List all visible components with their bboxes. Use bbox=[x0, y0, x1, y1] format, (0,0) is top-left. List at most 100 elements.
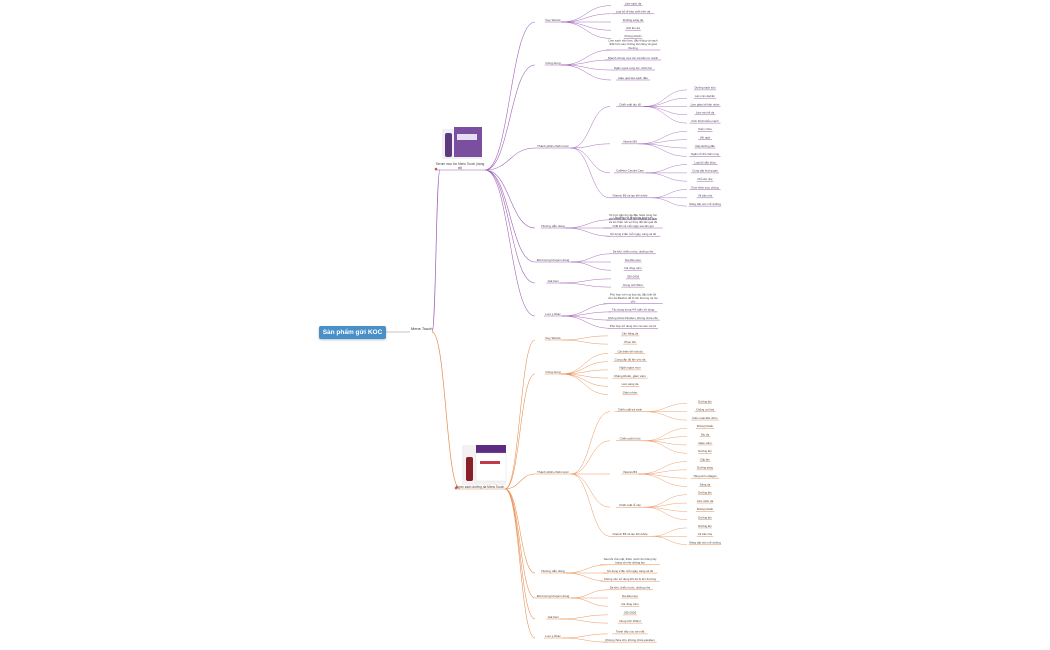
subgroup-node[interactable]: Chiết xuất tảo đỏ bbox=[616, 102, 644, 107]
leaf-node[interactable]: Da dầu mụn bbox=[621, 594, 639, 599]
leaf-node[interactable]: Cấp dưỡng dầu bbox=[694, 144, 716, 149]
leaf-node[interactable]: Dưỡng ẩm bbox=[698, 449, 712, 454]
leaf-node[interactable]: Nhanh chóng mọc tóc và kiểm trì mạnh bbox=[604, 56, 662, 61]
leaf-node[interactable]: Vệ bảo nhẹ bbox=[696, 532, 714, 537]
group-node[interactable]: Hướng dẫn dùng bbox=[540, 223, 566, 229]
leaf-node[interactable]: Da nhạy cảm bbox=[623, 266, 643, 271]
leaf-node[interactable]: Làm mềm da bbox=[696, 499, 714, 504]
leaf-node[interactable]: Tăng sinh collagen bbox=[690, 474, 720, 479]
group-node[interactable]: Key Words bbox=[544, 18, 562, 23]
leaf-node[interactable]: Phù hợp với mọi loại da, đặc biệt tốtcho… bbox=[603, 292, 663, 304]
leaf-node[interactable]: Sử dụng 2 lần mỗi ngày, sáng và tối bbox=[605, 231, 661, 237]
group-node[interactable]: Lưu ý khác bbox=[543, 634, 563, 639]
leaf-node[interactable]: Sáng da bbox=[698, 482, 712, 487]
leaf-node[interactable]: Không chứa cồn, không chứa paraben bbox=[603, 638, 657, 643]
leaf-node[interactable]: Làm sạch da bbox=[623, 1, 643, 6]
leaf-node[interactable]: Giảm viêm bbox=[697, 441, 713, 446]
leaf-node[interactable]: Da dầu mụn bbox=[624, 258, 642, 263]
leaf-node[interactable]: Hiệu quả làm sạch dầu bbox=[616, 76, 650, 81]
subgroup-node[interactable]: Vitamin B5 và tạo tiền khỏe bbox=[609, 194, 651, 199]
leaf-node[interactable]: Kháng khuẩn, giảm viêm bbox=[612, 374, 648, 379]
leaf-node[interactable]: Vệ bảo nhẹ bbox=[696, 194, 714, 199]
leaf-node[interactable]: Ngăn ngừa mụn bbox=[619, 366, 641, 371]
group-node[interactable]: Công dụng bbox=[544, 370, 562, 375]
brand-node[interactable]: Mens Touch bbox=[411, 326, 433, 331]
leaf-node[interactable]: 250.000đ bbox=[622, 611, 638, 616]
leaf-node[interactable]: Dưỡng sạch sâu bbox=[693, 86, 717, 91]
leaf-node[interactable]: Da khô, thiếu nước, dưỡng nhẹ bbox=[610, 250, 656, 255]
leaf-node[interactable]: Dưỡng ẩm bbox=[698, 491, 712, 495]
leaf-node[interactable]: Kích thích khỏe mạnh bbox=[689, 119, 721, 124]
leaf-node[interactable]: Dưỡng sáng da bbox=[622, 18, 644, 23]
leaf-node[interactable]: Kiểm soát dầu nhờn bbox=[690, 416, 720, 421]
leaf-node[interactable]: Phục hồi bbox=[622, 340, 638, 345]
leaf-node[interactable]: Sau khi rửa mặt, thấm nước lên bông tẩyt… bbox=[600, 557, 660, 566]
leaf-node[interactable]: Ngăn nở đổ chân rụng bbox=[689, 152, 721, 157]
leaf-node[interactable]: Cân bằng da bbox=[620, 331, 640, 337]
leaf-node[interactable]: Lắc đều mỗi lần dùng trước xịt bbox=[609, 215, 657, 221]
group-node[interactable]: Giá bán bbox=[546, 279, 560, 284]
leaf-node[interactable]: Không nên sử dụng khi da bị tổn thương bbox=[600, 577, 660, 582]
leaf-node[interactable]: Làm giảm kẽ bẩn nhờn bbox=[689, 102, 721, 107]
connector-line bbox=[643, 106, 688, 115]
leaf-node[interactable]: Cải thiện bề mặt da bbox=[614, 349, 646, 354]
leaf-node[interactable]: 350.000đ bbox=[625, 275, 641, 280]
leaf-node[interactable]: Dịu da bbox=[699, 432, 711, 437]
leaf-node[interactable]: Dưỡng sáng bbox=[696, 466, 714, 471]
leaf-node[interactable]: Kiểm chùa bbox=[697, 127, 713, 132]
leaf-node[interactable]: Làm mịn da/nền bbox=[693, 94, 717, 99]
leaf-node[interactable]: Làm sáng da bbox=[620, 382, 640, 387]
subgroup-node[interactable]: Chiết xuất lô hội bbox=[616, 437, 644, 442]
subgroup-node[interactable]: Caffeine Canola Care bbox=[613, 169, 647, 174]
leaf-node[interactable]: Tránh tiếp xúc với mắt bbox=[612, 629, 648, 635]
group-node[interactable]: Đối tượng khuyên dùng bbox=[535, 258, 571, 263]
leaf-node[interactable]: Làm mịn kẽ da bbox=[694, 111, 716, 116]
root-node[interactable]: Sản phẩm gửi KOC bbox=[319, 326, 386, 339]
leaf-node[interactable]: Chỗ ẩm nhẹ bbox=[696, 176, 714, 182]
leaf-node[interactable]: Làm sạch sâu hơn, đầy thông và sạchnhất … bbox=[605, 39, 661, 51]
group-node[interactable]: Thành phần chiến lược bbox=[535, 470, 571, 475]
subgroup-node[interactable]: Vitamin B3 bbox=[621, 470, 639, 475]
leaf-node[interactable]: Cung cấp độ ẩm cho da bbox=[613, 358, 647, 362]
group-node[interactable]: Giá bán bbox=[546, 615, 560, 620]
leaf-node[interactable]: Loại bỏ dầu thừa bbox=[692, 160, 718, 165]
group-node[interactable]: Thành phần chiến lược bbox=[535, 144, 571, 149]
leaf-node[interactable]: Xịt trực tiếp lên da đầu hoặc vùng tóccầ… bbox=[603, 213, 663, 229]
subgroup-node[interactable]: Vitamin B5 bbox=[621, 140, 639, 145]
group-node[interactable]: Hướng dẫn dùng bbox=[540, 568, 566, 574]
leaf-node[interactable]: Dưỡng ẩm bbox=[698, 524, 712, 529]
leaf-node[interactable]: Không chứa Paraben, không chứa cồn bbox=[606, 316, 660, 321]
group-node[interactable]: Đối tượng khuyên dùng bbox=[535, 594, 571, 599]
leaf-node[interactable]: Phù hợp sử dụng cho cả nam và nữ bbox=[607, 324, 659, 329]
leaf-node[interactable]: Kích thích mọc chùng bbox=[689, 185, 721, 190]
group-node[interactable]: Công dụng bbox=[544, 61, 562, 66]
leaf-node[interactable]: Nâng cấp sức mở dưỡng bbox=[688, 202, 722, 207]
leaf-node[interactable]: Dung tích 150ml bbox=[617, 619, 643, 624]
leaf-node[interactable]: Da nhạy cảm bbox=[620, 602, 640, 607]
leaf-node[interactable]: Kháng khuẩn bbox=[695, 424, 715, 429]
group-node[interactable]: Lưu ý khác bbox=[543, 312, 563, 317]
leaf-node[interactable]: Giảm nhờn bbox=[622, 390, 638, 395]
leaf-node[interactable]: Vết rạch bbox=[698, 136, 712, 140]
leaf-node[interactable]: Loại bỏ tế bào chết trên da bbox=[611, 10, 655, 15]
leaf-node[interactable]: Tác dụng trong 4-6 tuần sử dụng bbox=[608, 308, 658, 313]
leaf-node[interactable]: Kháng khuẩn bbox=[695, 507, 715, 512]
leaf-node[interactable]: Không khuẩn bbox=[623, 34, 643, 39]
leaf-node[interactable]: Ngăn ngừa rụng tóc, chân tóc bbox=[610, 66, 656, 71]
leaf-node[interactable]: Da khô, thiếu nước, dưỡng nhẹ bbox=[607, 586, 653, 591]
leaf-node[interactable]: Chống oxi hóa bbox=[694, 408, 716, 412]
leaf-node[interactable]: Sử dụng 2 lần mỗi ngày, sáng và tối bbox=[602, 568, 658, 574]
leaf-node[interactable]: Giữ ẩm da bbox=[625, 26, 641, 31]
subgroup-node[interactable]: Chiết xuất rễ cây bbox=[616, 502, 644, 508]
leaf-node[interactable]: Dưỡng ẩm bbox=[698, 515, 712, 520]
leaf-node[interactable]: Nâng cấp sức mở dưỡng bbox=[688, 540, 722, 545]
leaf-node[interactable]: Cung cấp lượng gas bbox=[690, 169, 720, 174]
subgroup-node[interactable]: Vitamin B5 và tạo tiền khỏe bbox=[609, 532, 651, 537]
leaf-node[interactable]: Cấp ẩm bbox=[699, 457, 711, 462]
subgroup-node[interactable]: Chiết xuất trà xanh bbox=[614, 408, 646, 412]
leaf-node[interactable]: Dung tích 50ml bbox=[621, 283, 645, 288]
leaf-node[interactable]: Dưỡng ẩm bbox=[698, 399, 712, 404]
product-node[interactable]: Nước sạch dưỡng da Mens Touch bbox=[455, 485, 505, 490]
group-node[interactable]: Key Words bbox=[544, 336, 562, 341]
